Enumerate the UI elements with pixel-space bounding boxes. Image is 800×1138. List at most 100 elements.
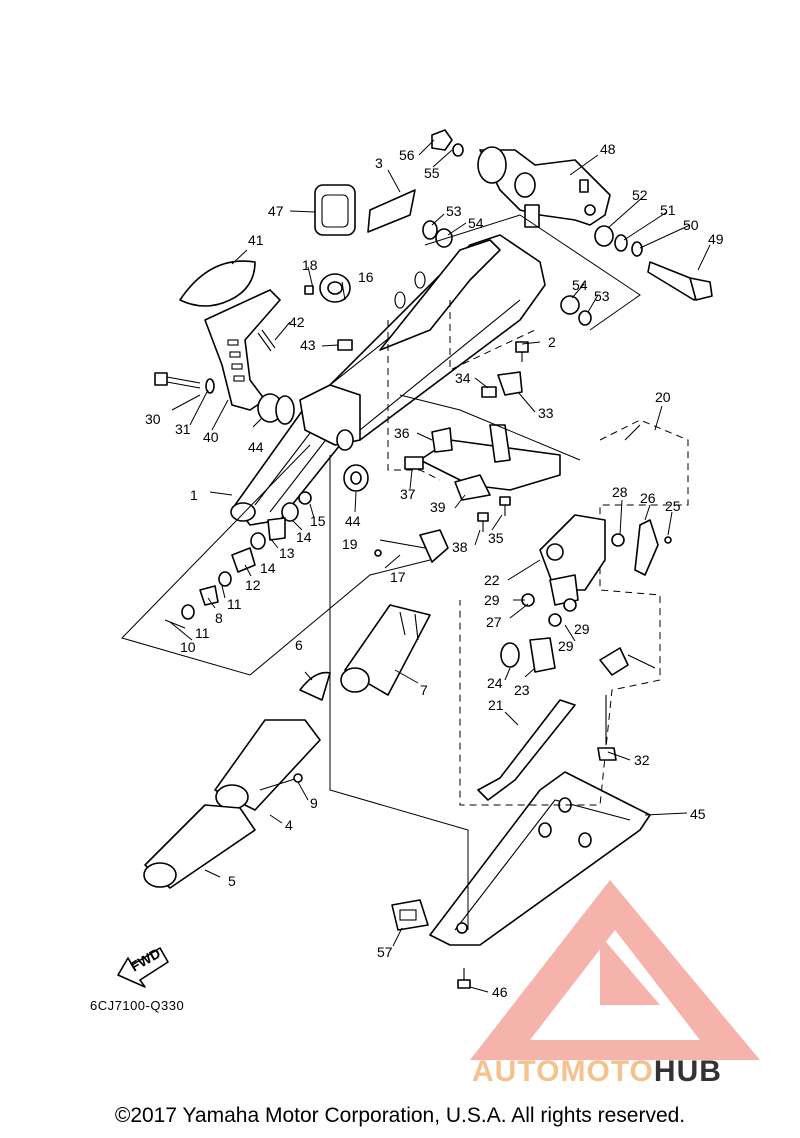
callout-23: 23 bbox=[514, 682, 530, 698]
bushings-53-54-left bbox=[422, 220, 453, 248]
callout-45: 45 bbox=[690, 806, 706, 822]
lower-cover-45 bbox=[429, 771, 651, 946]
callout-15: 15 bbox=[310, 513, 326, 529]
block-34 bbox=[481, 386, 497, 398]
diagram-code: 6CJ7100-Q330 bbox=[90, 998, 185, 1013]
callout-57: 57 bbox=[377, 944, 393, 960]
callout-31: 31 bbox=[175, 421, 191, 437]
bracket-48 bbox=[477, 146, 611, 228]
throttle-grip-7 bbox=[340, 604, 431, 696]
screw-42 bbox=[257, 329, 276, 352]
callout-3: 3 bbox=[375, 155, 383, 171]
callout-29c: 29 bbox=[574, 621, 590, 637]
handle-bracket bbox=[204, 289, 281, 411]
callout-56: 56 bbox=[399, 147, 415, 163]
callout-1: 1 bbox=[190, 487, 198, 503]
callout-41: 41 bbox=[248, 232, 264, 248]
callout-40: 40 bbox=[203, 429, 219, 445]
callout-27: 27 bbox=[486, 614, 502, 630]
callout-43: 43 bbox=[300, 337, 316, 353]
callout-37: 37 bbox=[400, 486, 416, 502]
label-43 bbox=[337, 339, 353, 351]
callout-9: 9 bbox=[310, 795, 318, 811]
label-3 bbox=[367, 189, 416, 233]
block-37 bbox=[404, 456, 424, 470]
callout-42: 42 bbox=[289, 314, 305, 330]
clamp-16 bbox=[304, 273, 351, 303]
callout-53b: 53 bbox=[594, 288, 610, 304]
callout-12: 12 bbox=[245, 577, 261, 593]
callout-34: 34 bbox=[455, 370, 471, 386]
callout-39: 39 bbox=[430, 499, 446, 515]
callout-numbers: 1 2 3 4 5 6 7 8 9 10 11 11 12 13 14 14 1… bbox=[145, 141, 724, 1000]
callout-2: 2 bbox=[548, 334, 556, 350]
callout-28: 28 bbox=[612, 484, 628, 500]
callout-16: 16 bbox=[358, 269, 374, 285]
bushing-44-right bbox=[336, 429, 369, 492]
callout-11a: 11 bbox=[227, 596, 242, 612]
callout-52: 52 bbox=[632, 187, 648, 203]
callout-54b: 54 bbox=[572, 277, 588, 293]
callout-35: 35 bbox=[488, 530, 504, 546]
callout-55: 55 bbox=[424, 165, 440, 181]
callout-6: 6 bbox=[295, 637, 303, 653]
washers-52-51-50 bbox=[594, 225, 643, 257]
bushings-54-53-right bbox=[560, 295, 592, 326]
shift-assembly bbox=[477, 424, 672, 801]
grip-4 bbox=[214, 719, 321, 811]
handle-cap bbox=[179, 260, 256, 307]
callout-22: 22 bbox=[484, 572, 500, 588]
callout-20: 20 bbox=[655, 389, 671, 405]
callout-29a: 29 bbox=[484, 592, 500, 608]
callout-47: 47 bbox=[268, 203, 284, 219]
grommet-47 bbox=[314, 184, 356, 236]
copyright-notice: ©2017 Yamaha Motor Corporation, U.S.A. A… bbox=[114, 1104, 686, 1127]
callout-17: 17 bbox=[390, 569, 406, 585]
callout-4: 4 bbox=[285, 817, 293, 833]
knob-17 bbox=[374, 529, 449, 563]
small-parts-row bbox=[164, 491, 312, 629]
callout-24: 24 bbox=[487, 675, 503, 691]
callout-14b: 14 bbox=[296, 529, 312, 545]
callout-14a: 14 bbox=[260, 560, 276, 576]
callout-25: 25 bbox=[665, 498, 681, 514]
callout-13: 13 bbox=[279, 545, 295, 561]
watermark-logo bbox=[470, 880, 760, 1060]
callout-5: 5 bbox=[228, 873, 236, 889]
callout-18: 18 bbox=[302, 257, 318, 273]
callout-32: 32 bbox=[634, 752, 650, 768]
bolt-30 bbox=[154, 372, 215, 394]
screws-35-38 bbox=[477, 496, 511, 532]
callout-leaders bbox=[169, 139, 711, 993]
watermark-brand-part1: AUTOMOTO bbox=[472, 1055, 654, 1088]
callout-26: 26 bbox=[640, 490, 656, 506]
callout-51: 51 bbox=[660, 202, 676, 218]
reference-lines bbox=[121, 394, 581, 930]
watermark-text: AUTOMOTOHUB bbox=[472, 1055, 722, 1089]
bolt-46 bbox=[457, 968, 471, 989]
callout-36: 36 bbox=[394, 425, 410, 441]
callout-7: 7 bbox=[420, 682, 428, 698]
bolt-49 bbox=[647, 261, 713, 301]
screw-9 bbox=[259, 777, 299, 791]
clip-57 bbox=[391, 899, 429, 931]
tiller-shaft bbox=[230, 384, 361, 526]
callout-48: 48 bbox=[600, 141, 616, 157]
callout-30: 30 bbox=[145, 411, 161, 427]
bolt-32 bbox=[597, 695, 617, 761]
callout-19: 19 bbox=[342, 536, 358, 552]
tiller-arm bbox=[299, 234, 546, 446]
callout-38: 38 bbox=[452, 539, 468, 555]
bolt-2 bbox=[515, 341, 529, 362]
watermark-brand-part2: HUB bbox=[653, 1055, 722, 1088]
clip-33 bbox=[497, 371, 523, 396]
callout-44a: 44 bbox=[248, 439, 264, 455]
callout-8: 8 bbox=[215, 610, 223, 626]
callout-11b: 11 bbox=[195, 625, 210, 641]
plate-assembly bbox=[419, 424, 561, 501]
nut-56 bbox=[431, 129, 464, 157]
callout-33: 33 bbox=[538, 405, 554, 421]
callout-29b: 29 bbox=[558, 638, 574, 654]
fwd-arrow-icon bbox=[117, 947, 169, 988]
